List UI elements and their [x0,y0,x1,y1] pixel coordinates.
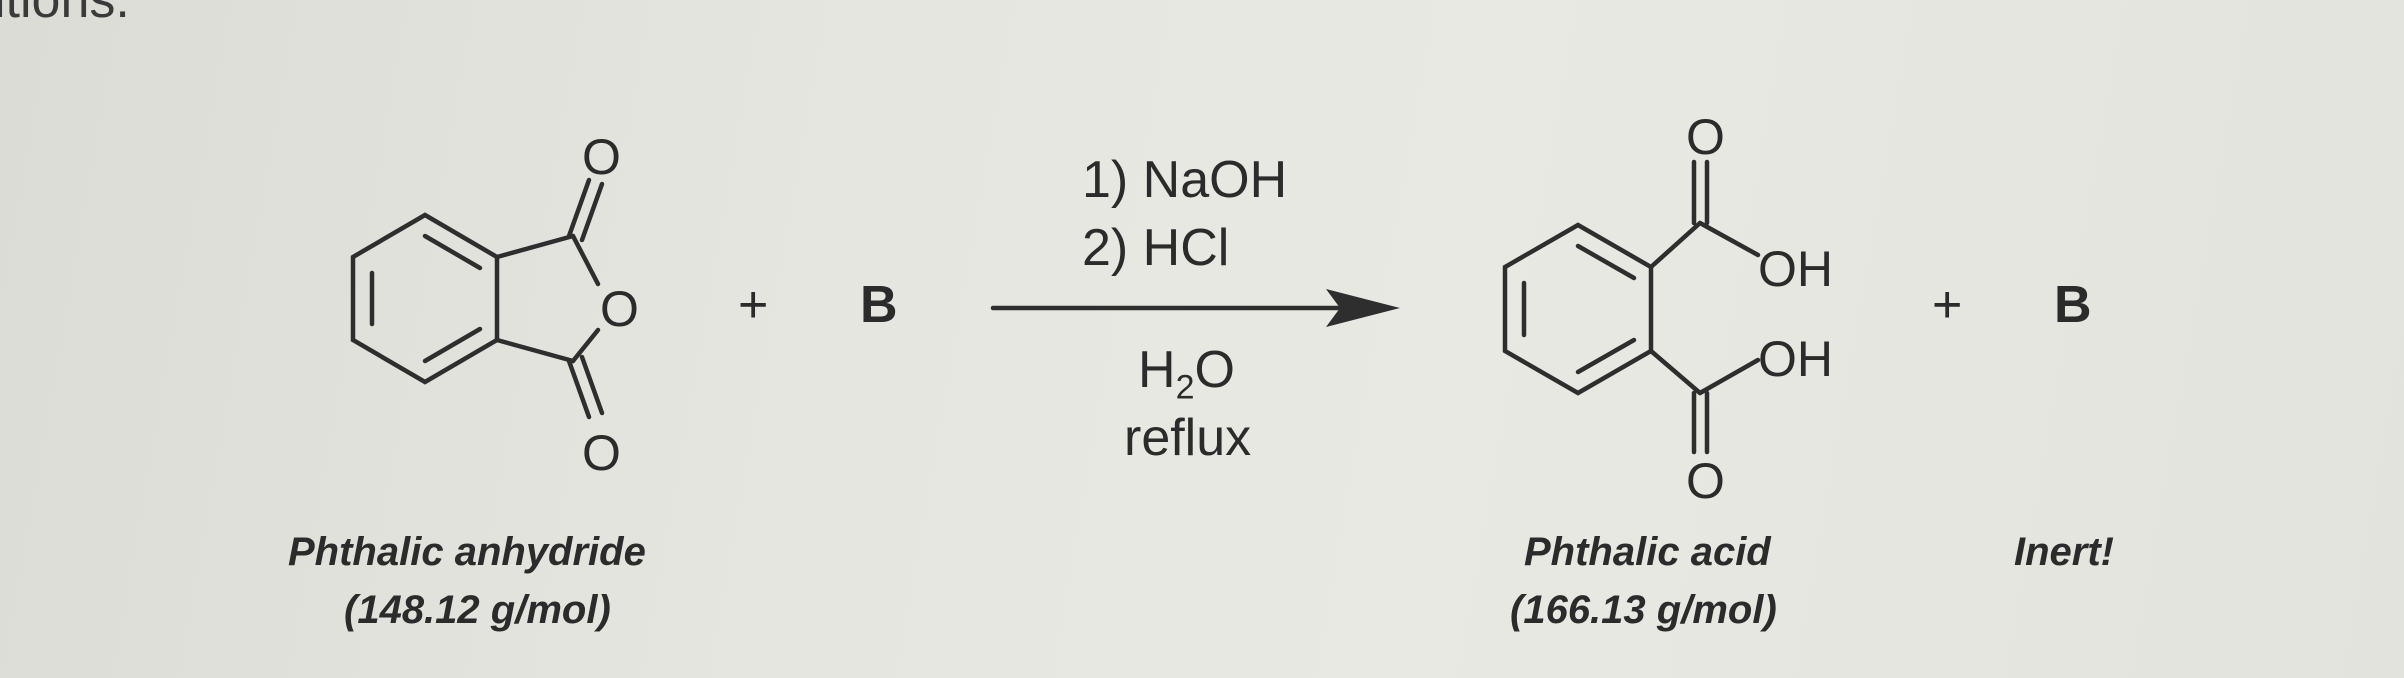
solvent-subscript: 2 [1175,368,1195,407]
reactant-co-top-2 [579,181,605,243]
reactant-c2-bond [494,337,576,364]
product-o-top: O [1686,109,1725,165]
product-c-oh-top-bond [1697,220,1761,258]
condition-step-1: 1) NaOH [1082,151,1288,209]
product-oh-bottom: OH [1758,331,1833,387]
product-c-oh-bottom-bond [1697,357,1761,396]
product-c2-bond [1648,348,1703,396]
solvent-h: H [1138,341,1176,399]
reagent-b-left: B [860,276,898,334]
reactant-inner-bond-2 [422,233,483,271]
reactant-mass: (148.12 g/mol) [344,588,611,632]
reactant-co-top-1 [566,177,592,239]
reagent-b-right: B [2054,276,2092,334]
product-benzene-ring [1502,222,1654,396]
reactant-inner-bond-3 [422,326,483,364]
product-name: Phthalic acid [1524,530,1771,574]
inert-label: Inert! [2014,530,2114,574]
product-oh-top: OH [1758,241,1833,297]
header-fragment: itions. [0,0,130,29]
reactant-benzene-ring [350,212,500,385]
plus-sign-left: + [738,276,769,334]
reactant-c2-o-ring-bond [570,327,601,364]
reactant-o-ring: O [600,281,639,337]
reaction-arrow-head [1326,289,1400,327]
product-o-bottom: O [1686,453,1725,509]
product-mass: (166.13 g/mol) [1510,588,1777,632]
plus-sign-right: + [1932,276,1963,334]
condition-solvent: H2O [1138,340,1235,407]
product-inner-bond-3 [1575,337,1637,375]
reactant-o-bottom: O [582,425,621,481]
reactant-co-bottom-1 [566,358,592,420]
reactant-o-top: O [582,129,621,185]
condition-step-2: 2) HCl [1082,219,1230,277]
solvent-o: O [1194,341,1235,399]
reactant-name: Phthalic anhydride [288,530,646,574]
condition-temperature: reflux [1124,409,1252,467]
reactant-co-bottom-2 [579,354,605,416]
product-inner-bond-2 [1575,243,1637,281]
reactant-c1-o-ring-bond [570,233,601,287]
reactant-c1-bond [494,233,576,260]
product-c1-bond [1648,220,1703,270]
